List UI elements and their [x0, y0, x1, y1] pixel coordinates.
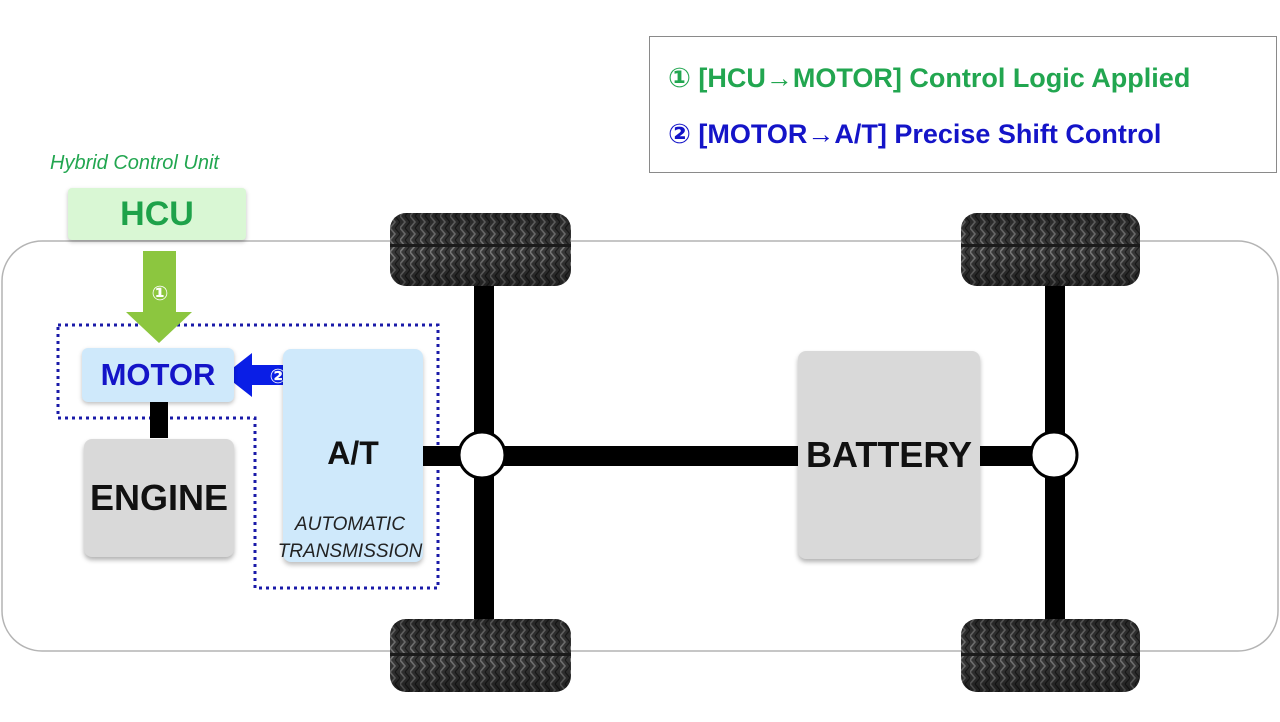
- battery-box: BATTERY: [798, 351, 980, 559]
- vehicle-outline: [1, 240, 1279, 652]
- hcu-to-motor-marker: ①: [151, 283, 169, 305]
- hcu-box: HCU: [68, 188, 246, 240]
- wheel-rear-bottom: [961, 619, 1140, 692]
- wheel-rear-top: [961, 213, 1140, 286]
- motor-box: MOTOR: [82, 348, 234, 402]
- wheel-front-bottom: [390, 619, 571, 692]
- transmission-box: A/T: [283, 349, 423, 562]
- transmission-caption: AUTOMATIC TRANSMISSION: [262, 511, 438, 565]
- powertrain-dotted-border: [56, 323, 440, 590]
- motor-engine-link: [150, 402, 168, 438]
- legend-item-motor-at: ② [MOTOR→A/T] Precise Shift Control: [668, 119, 1162, 149]
- front-differential: [457, 430, 507, 480]
- motor-to-at-marker: ②: [269, 366, 287, 388]
- engine-box: ENGINE: [84, 439, 234, 557]
- hcu-caption: Hybrid Control Unit: [50, 152, 219, 174]
- legend-box: ① [HCU→MOTOR] Control Logic Applied ② [M…: [649, 36, 1277, 173]
- legend-item-hcu-motor: ① [HCU→MOTOR] Control Logic Applied: [668, 63, 1191, 93]
- transmission-caption-line2: TRANSMISSION: [277, 541, 423, 562]
- wheel-front-top: [390, 213, 571, 286]
- rear-differential: [1029, 430, 1079, 480]
- hcu-to-motor-arrow: [126, 251, 192, 343]
- transmission-caption-line1: AUTOMATIC: [294, 514, 406, 535]
